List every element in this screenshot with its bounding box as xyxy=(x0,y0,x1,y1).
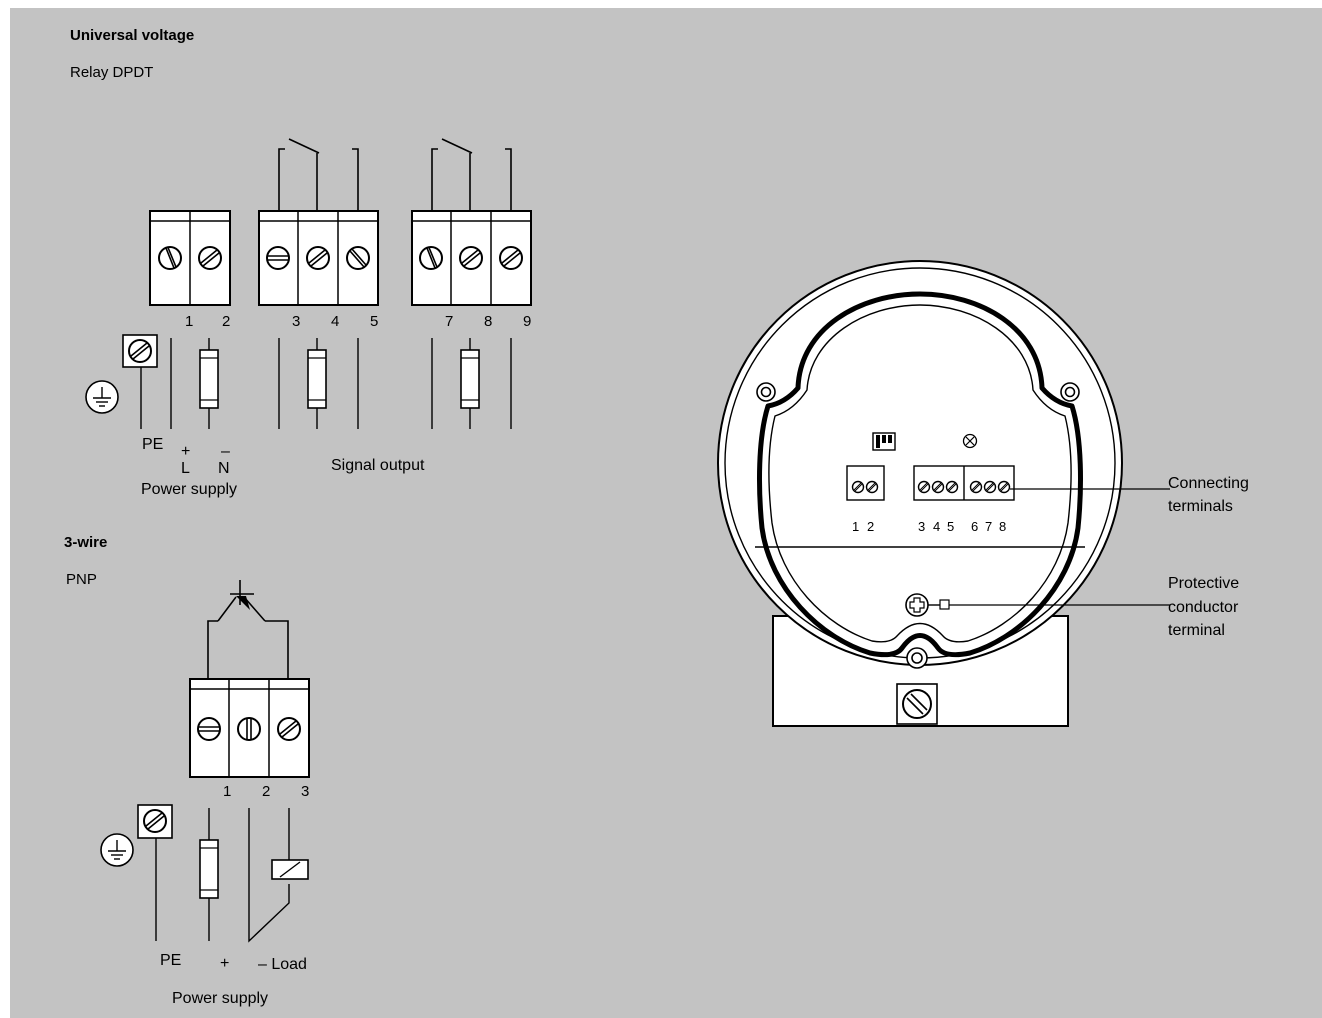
terminal-number: 4 xyxy=(933,519,940,534)
connecting-terminals-label-line2: terminals xyxy=(1168,498,1233,515)
load-label: – Load xyxy=(258,956,307,973)
screw-terminal-icon[interactable] xyxy=(917,480,931,494)
terminal-number: 6 xyxy=(971,519,978,534)
terminal-number: 1 xyxy=(185,313,193,330)
screw-terminal-icon[interactable] xyxy=(419,246,443,270)
plus-label: + xyxy=(181,443,190,460)
ground-symbol-icon xyxy=(85,380,119,414)
screw-terminal-icon[interactable] xyxy=(983,480,997,494)
terminal-number: 4 xyxy=(331,313,339,330)
screw-terminal-icon[interactable] xyxy=(306,246,330,270)
terminal-block-power xyxy=(149,210,231,306)
screw-terminal-icon[interactable] xyxy=(851,480,865,494)
three-wire-wiring xyxy=(155,808,290,943)
load-icon xyxy=(271,859,309,880)
terminal-number: 7 xyxy=(445,313,453,330)
terminal-number: 8 xyxy=(999,519,1006,534)
terminal-number: 2 xyxy=(867,519,874,534)
terminal-block-3wire xyxy=(189,678,310,778)
protective-label-line1: Protective xyxy=(1168,575,1239,592)
screw-terminal-icon[interactable] xyxy=(459,246,483,270)
dip-switch-icon[interactable] xyxy=(872,432,896,451)
terminal-number: 9 xyxy=(523,313,531,330)
terminal-number: 3 xyxy=(292,313,300,330)
power-supply-label: Power supply xyxy=(141,481,237,498)
screw-terminal-icon[interactable] xyxy=(158,246,182,270)
screw-terminal-icon[interactable] xyxy=(931,480,945,494)
relay-subtitle: Relay DPDT xyxy=(70,64,153,81)
ground-symbol-icon xyxy=(100,833,134,867)
screw-terminal-icon[interactable] xyxy=(198,246,222,270)
protective-earth-icon[interactable] xyxy=(905,593,950,617)
wiring-diagram-canvas: Universal voltage Relay DPDT xyxy=(10,8,1322,1018)
l-label: L xyxy=(181,460,190,477)
wiring-diagram: Universal voltage Relay DPDT xyxy=(64,27,1249,1007)
fuse-icon xyxy=(199,839,219,899)
pe-terminal xyxy=(122,334,158,368)
fuse-icon xyxy=(460,349,480,409)
screw-terminal-icon[interactable] xyxy=(346,246,370,270)
terminal-block-signal-1 xyxy=(258,210,379,306)
terminal-number: 5 xyxy=(947,519,954,534)
minus-label: – xyxy=(221,443,230,460)
terminal-block-signal-2 xyxy=(411,210,532,306)
terminal-number: 2 xyxy=(262,783,270,800)
protective-label-line2: conductor xyxy=(1168,599,1239,616)
terminal-number: 5 xyxy=(370,313,378,330)
screw-terminal-icon[interactable] xyxy=(499,246,523,270)
terminal-number: 7 xyxy=(985,519,992,534)
transistor-icon xyxy=(207,580,289,679)
terminal-number: 2 xyxy=(222,313,230,330)
three-wire-title: 3-wire xyxy=(64,534,107,551)
screw-terminal-icon[interactable] xyxy=(197,717,221,741)
screw-terminal-icon[interactable] xyxy=(128,339,152,363)
screw-terminal-icon[interactable] xyxy=(969,480,983,494)
relay-title: Universal voltage xyxy=(70,27,194,44)
pe-label: PE xyxy=(160,952,181,969)
housing-terminal-block-1 xyxy=(846,465,885,501)
screw-terminal-icon[interactable] xyxy=(277,717,301,741)
power-supply-label: Power supply xyxy=(172,990,268,1007)
signal-output-label: Signal output xyxy=(331,457,425,474)
fuse-icon xyxy=(307,349,327,409)
screw-terminal-icon[interactable] xyxy=(237,717,261,741)
relay-contact-icon xyxy=(278,138,512,211)
fuse-icon xyxy=(199,349,219,409)
terminal-number: 1 xyxy=(852,519,859,534)
transistor-arrow xyxy=(236,596,250,610)
terminal-number: 3 xyxy=(301,783,309,800)
connecting-terminals-label-line1: Connecting xyxy=(1168,475,1249,492)
terminal-number: 3 xyxy=(918,519,925,534)
plus-label: + xyxy=(220,955,229,972)
n-label: N xyxy=(218,460,230,477)
screw-terminal-icon[interactable] xyxy=(143,809,167,833)
three-wire-subtitle: PNP xyxy=(66,571,97,588)
screw-terminal-icon[interactable] xyxy=(266,246,290,270)
screw-terminal-icon[interactable] xyxy=(945,480,959,494)
potentiometer-icon[interactable] xyxy=(962,433,978,449)
terminal-number: 1 xyxy=(223,783,231,800)
screw-terminal-icon[interactable] xyxy=(997,480,1011,494)
pe-terminal-3wire xyxy=(137,804,173,839)
housing-terminal-block-2 xyxy=(913,465,1015,501)
terminal-number: 8 xyxy=(484,313,492,330)
protective-label-line3: terminal xyxy=(1168,622,1225,639)
screw-terminal-icon[interactable] xyxy=(865,480,879,494)
pe-label: PE xyxy=(142,436,163,453)
